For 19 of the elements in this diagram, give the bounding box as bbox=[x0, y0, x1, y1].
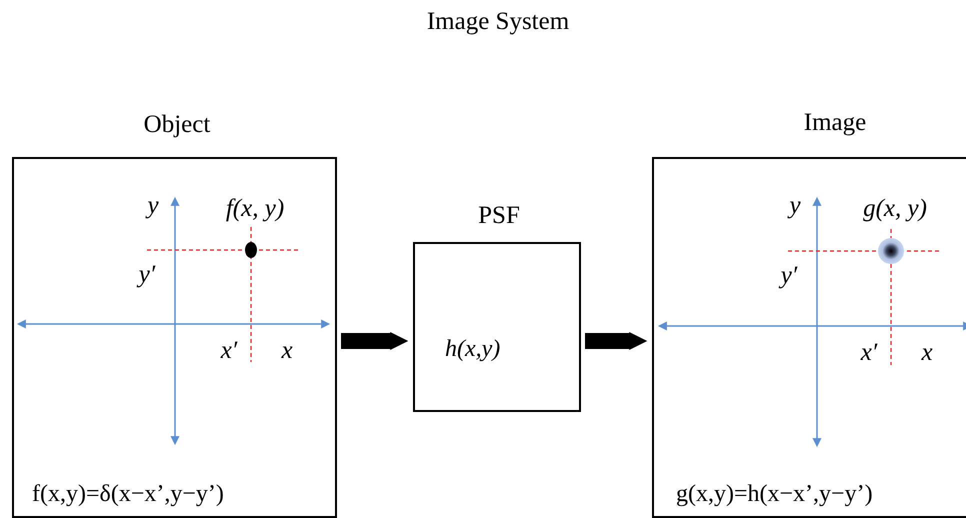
flow-arrow bbox=[585, 332, 648, 350]
flow-arrow bbox=[341, 332, 408, 350]
box-heading: Image bbox=[804, 109, 866, 137]
axis-label: x′ bbox=[220, 338, 238, 363]
axis-label: f(x, y) bbox=[226, 196, 284, 221]
axis-label: y bbox=[789, 193, 801, 218]
function-text: h(x,y) bbox=[445, 336, 500, 363]
equation-text: g(x,y)=h(x−x’,y−y’) bbox=[676, 481, 873, 508]
box-heading: Object bbox=[144, 111, 210, 139]
box-heading: PSF bbox=[478, 202, 520, 230]
axis-label: y′ bbox=[138, 262, 156, 287]
axis-label: y′ bbox=[780, 263, 798, 288]
axis-label: x bbox=[281, 338, 293, 363]
axis-label: g(x, y) bbox=[863, 196, 927, 221]
axis-label: y bbox=[147, 193, 159, 218]
diagram-title: Image System bbox=[426, 8, 570, 36]
axis-label: x′ bbox=[860, 340, 878, 365]
equation-text: f(x,y)=δ(x−x’,y−y’) bbox=[32, 481, 224, 508]
axis-label: x bbox=[921, 340, 933, 365]
